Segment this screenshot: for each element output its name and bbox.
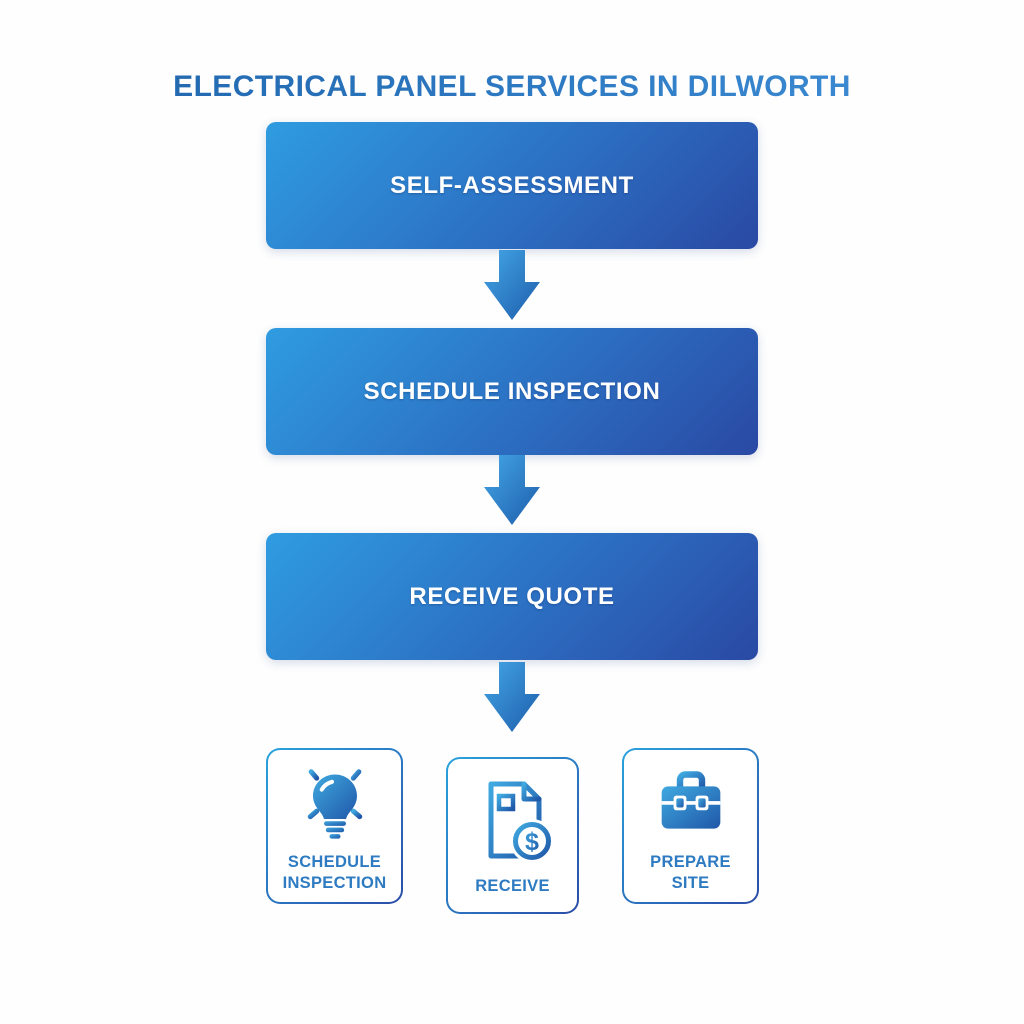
- card-body: $ RECEIVE: [448, 759, 577, 912]
- card-label: SCHEDULE INSPECTION: [282, 852, 387, 892]
- lightbulb-icon: [296, 760, 373, 839]
- card-label: PREPARE SITE: [650, 852, 731, 892]
- flow-step-label: SCHEDULE INSPECTION: [363, 377, 661, 405]
- svg-text:$: $: [525, 828, 539, 856]
- down-arrow-icon: [484, 662, 540, 732]
- card-body: SCHEDULE INSPECTION: [268, 750, 401, 902]
- card-receive: $ RECEIVE: [446, 757, 579, 914]
- card-label: RECEIVE: [475, 876, 550, 895]
- card-schedule-inspection: SCHEDULE INSPECTION: [266, 748, 403, 904]
- card-body: PREPARE SITE: [624, 750, 757, 902]
- down-arrow-icon: [484, 455, 540, 525]
- flow-step-label: SELF-ASSESSMENT: [390, 171, 634, 199]
- flow-step-receive-quote: RECEIVE QUOTE: [266, 533, 758, 660]
- toolbox-icon: [661, 770, 720, 829]
- page-title: ELECTRICAL PANEL SERVICES IN DILWORTH: [0, 70, 1024, 104]
- invoice-dollar-icon: $: [488, 781, 554, 863]
- flow-step-label: RECEIVE QUOTE: [409, 582, 615, 610]
- flow-step-schedule-inspection: SCHEDULE INSPECTION: [266, 328, 758, 455]
- card-prepare-site: PREPARE SITE: [622, 748, 759, 904]
- down-arrow-icon: [484, 250, 540, 320]
- flow-step-self-assessment: SELF-ASSESSMENT: [266, 122, 758, 249]
